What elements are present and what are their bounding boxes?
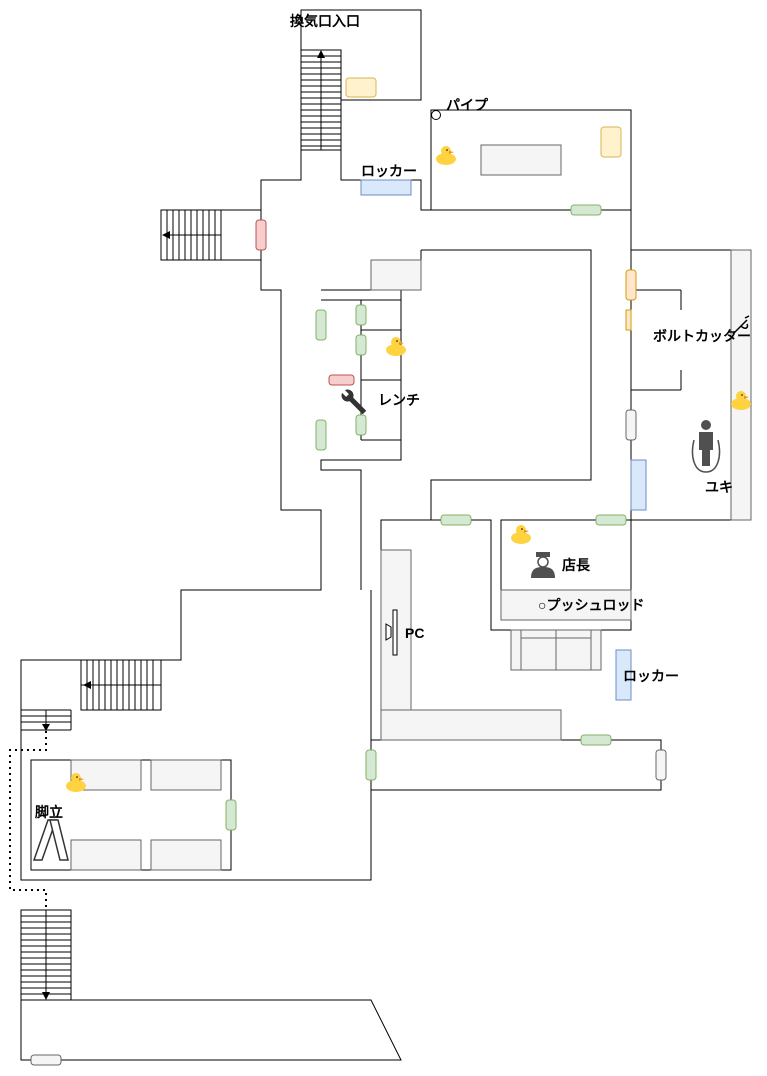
door-wrench-5[interactable] [315, 419, 327, 451]
locker-right[interactable] [615, 649, 632, 701]
stairs-left-lower [80, 659, 162, 711]
door-lower-right[interactable] [580, 734, 612, 746]
duck-icon [436, 146, 456, 165]
door-manager-2[interactable] [595, 514, 627, 526]
locker-top[interactable] [360, 179, 412, 196]
pipe-room-item [600, 126, 622, 158]
door-stepladder-room[interactable] [225, 799, 237, 831]
bolt-cutter-icon [732, 315, 750, 335]
shop-manager-icon [531, 552, 555, 578]
vent-item [345, 77, 377, 98]
door-wrench-4[interactable] [355, 414, 367, 436]
door-bottom-room[interactable] [30, 1054, 62, 1066]
stairs-bottom [20, 909, 72, 1001]
label-manager: 店長 [562, 557, 591, 573]
stairs-top [300, 49, 342, 151]
door-bolt-room-1[interactable] [625, 269, 637, 301]
label-locker-top: ロッカー [361, 163, 417, 179]
door-wrench-3[interactable] [355, 334, 367, 356]
stepladder-icon [32, 819, 69, 861]
lower-right-corridor [371, 739, 662, 791]
ducks [66, 146, 751, 792]
door-wrench-2[interactable] [355, 304, 367, 326]
bottom-room [20, 999, 402, 1061]
label-vent-entrance: 換気口入口 [290, 13, 360, 29]
shelf-right [730, 249, 752, 521]
wrench-icon [340, 388, 367, 415]
label-stepladder: 脚立 [35, 804, 63, 820]
label-wrench: レンチ [378, 392, 420, 408]
label-push-rod: ○プッシュロッド [538, 597, 644, 613]
doors [30, 77, 667, 1066]
monitor-icon [385, 609, 398, 656]
box-central [370, 259, 422, 291]
door-bolt-room-2[interactable] [625, 309, 632, 331]
duck-icon [511, 525, 531, 544]
furniture [70, 144, 752, 871]
duck-icon [386, 337, 406, 356]
door-far-right[interactable] [655, 749, 667, 781]
desk-2 [150, 759, 222, 791]
shelf-manager [500, 589, 632, 621]
desk-4 [150, 839, 222, 871]
door-lower-left[interactable] [365, 749, 377, 781]
stairs-left-upper [160, 209, 261, 261]
label-yuki: ユキ [705, 479, 733, 495]
central-block-wall [421, 249, 592, 520]
label-pipe: パイプ [446, 97, 489, 113]
duck-icon [66, 773, 86, 792]
counter-horizontal [380, 709, 562, 741]
dotted-route [9, 731, 47, 910]
label-pc: PC [405, 625, 424, 641]
label-locker-right: ロッカー [623, 668, 679, 684]
desk-3 [70, 839, 142, 871]
person-icon [691, 420, 721, 473]
duck-icon [731, 391, 751, 410]
pipe-icon [431, 110, 441, 120]
door-wrench-1[interactable] [315, 309, 327, 341]
door-yuki[interactable] [630, 459, 647, 511]
door-wrench-red[interactable] [328, 374, 355, 386]
door-manager-1[interactable] [440, 514, 472, 526]
door-pipe-room[interactable] [570, 204, 602, 216]
corridor-outer-wall [20, 100, 372, 881]
door-bolt-room-3[interactable] [625, 409, 637, 441]
door-left-stairs[interactable] [255, 219, 267, 251]
stairs-small [21, 710, 71, 731]
label-bolt-cutter: ボルトカッター [653, 328, 751, 344]
table-pipe-room [480, 144, 562, 176]
